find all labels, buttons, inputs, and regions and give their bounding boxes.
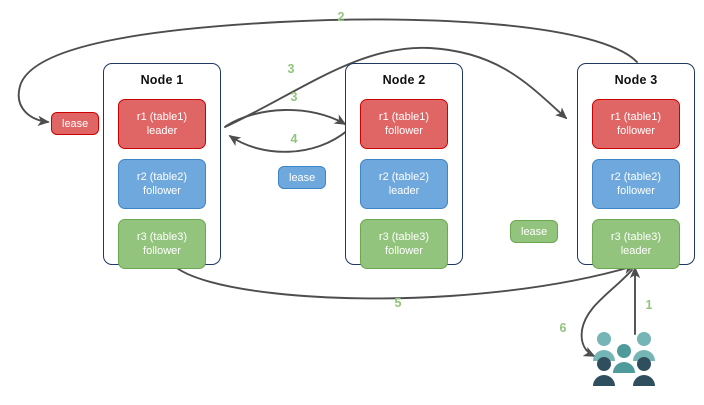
replica-role: follower (617, 125, 655, 137)
edge-step-3-to-node2 (225, 109, 347, 127)
step-label-2: 2 (337, 10, 345, 24)
replica-node1-r3[interactable]: r3 (table3) follower (118, 219, 206, 269)
replica-role: follower (143, 185, 181, 197)
replica-name: r1 (table1) (136, 111, 188, 123)
replica-node1-r2[interactable]: r2 (table2) follower (118, 159, 206, 209)
replica-role: leader (146, 125, 178, 137)
lease-label: lease (289, 171, 316, 184)
lease-badge-r1[interactable]: lease (51, 112, 100, 135)
replica-node3-r3[interactable]: r3 (table3) leader (592, 219, 680, 269)
replica-node2-r1[interactable]: r1 (table1) follower (360, 99, 448, 149)
replica-name: r2 (table2) (610, 171, 662, 183)
replica-role: follower (143, 245, 181, 257)
replica-role: leader (620, 245, 652, 257)
replica-name: r3 (table3) (136, 231, 188, 243)
node-title: Node 2 (382, 73, 426, 87)
step-label-3a: 3 (287, 62, 295, 76)
step-label-6: 6 (559, 321, 567, 335)
lease-label: lease (521, 225, 548, 238)
edge-step-5 (171, 263, 636, 300)
replica-name: r1 (table1) (378, 111, 430, 123)
replica-name: r3 (table3) (378, 231, 430, 243)
replica-node1-r1[interactable]: r1 (table1) leader (118, 99, 206, 149)
replica-name: r3 (table3) (610, 231, 662, 243)
node-card-node3[interactable]: Node 3 r1 (table1) follower r2 (table2) … (577, 63, 695, 269)
replica-role: leader (388, 185, 420, 197)
replica-role: follower (617, 185, 655, 197)
node-card-node2[interactable]: Node 2 r1 (table1) follower r2 (table2) … (345, 63, 463, 269)
node-card-node1[interactable]: Node 1 r1 (table1) leader r2 (table2) fo… (103, 63, 221, 269)
lease-badge-r3[interactable]: lease (510, 220, 559, 243)
replica-name: r1 (table1) (610, 111, 662, 123)
replica-node2-r3[interactable]: r3 (table3) follower (360, 219, 448, 269)
replica-name: r2 (table2) (378, 171, 430, 183)
step-label-1: 1 (645, 298, 653, 312)
node-title: Node 3 (614, 73, 658, 87)
replica-role: follower (385, 125, 423, 137)
lease-badge-r2[interactable]: lease (278, 166, 327, 189)
node-title: Node 1 (140, 73, 184, 87)
lease-label: lease (62, 117, 89, 130)
people-group-icon (593, 332, 655, 386)
replica-node3-r1[interactable]: r1 (table1) follower (592, 99, 680, 149)
step-label-3b: 3 (290, 90, 298, 104)
step-label-5: 5 (394, 296, 402, 310)
replica-node2-r2[interactable]: r2 (table2) leader (360, 159, 448, 209)
replica-role: follower (385, 245, 423, 257)
replica-node3-r2[interactable]: r2 (table2) follower (592, 159, 680, 209)
step-label-4: 4 (290, 132, 298, 146)
replica-name: r2 (table2) (136, 171, 188, 183)
